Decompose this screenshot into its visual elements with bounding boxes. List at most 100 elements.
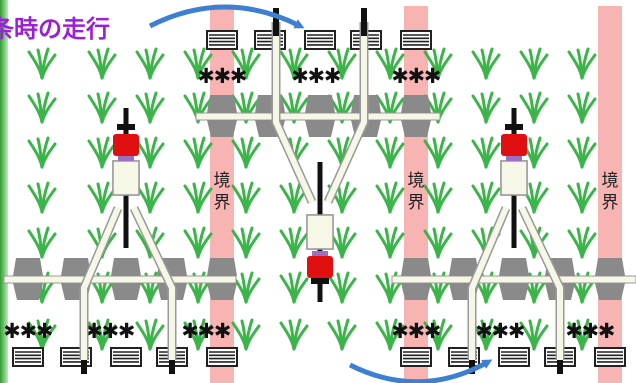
seedling-icon — [231, 271, 261, 304]
seedling-icon — [231, 136, 261, 169]
seedling-icon — [375, 226, 405, 259]
boundary-label-char2: 界 — [214, 193, 231, 213]
seedling-icon — [279, 47, 309, 80]
seedling-icon — [87, 181, 117, 214]
seedling-icon — [27, 181, 57, 214]
weeder-machines — [79, 8, 565, 374]
curved-arrow-icon — [148, 4, 305, 29]
seed-mark-row: ✱✱✱ — [476, 314, 525, 345]
seedling-icon — [231, 181, 261, 214]
boundary-label-char1: 境 — [214, 171, 231, 191]
cultivation-wheel-icon — [206, 347, 238, 367]
seedling-icon — [279, 226, 309, 259]
boundary-stripe — [404, 6, 428, 383]
seedling-icon — [87, 91, 117, 124]
cultivation-wheel-icon — [12, 347, 44, 367]
seedling-icon — [519, 318, 549, 351]
seedling-icon — [327, 318, 357, 351]
seedling-icon — [375, 271, 405, 304]
seedling-icon — [231, 47, 261, 80]
seedling-icon — [135, 318, 165, 351]
seedling-icon — [27, 226, 57, 259]
seedling-icon — [567, 318, 597, 351]
seedling-icon — [231, 226, 261, 259]
seedling-icon — [567, 47, 597, 80]
seed-mark-row: ✱✱✱ — [182, 314, 231, 345]
seedling-icon — [183, 136, 213, 169]
boundary-label-char1: 境 — [602, 171, 619, 191]
curved-arrow-icon — [348, 359, 493, 383]
seedling-icon — [279, 318, 309, 351]
seedling-icon — [135, 136, 165, 169]
cultivation-wheel-icon — [304, 30, 336, 50]
cultivator-disc-row — [391, 258, 636, 300]
boundary-stripes — [210, 6, 622, 383]
seedling-icon — [567, 136, 597, 169]
seed-mark-row: ✱✱✱ — [4, 314, 53, 345]
boundary-label-char2: 界 — [408, 193, 425, 213]
seedling-icon — [519, 47, 549, 80]
seed-mark-row: ✱✱✱ — [566, 314, 615, 345]
seedling-icon — [183, 318, 213, 351]
seedling-icon — [87, 318, 117, 351]
cultivation-wheel-icon — [110, 347, 142, 367]
seedling-icon — [567, 181, 597, 214]
seedling-icon — [27, 136, 57, 169]
seedling-icon — [279, 271, 309, 304]
seedling-icon — [327, 271, 357, 304]
cultivation-wheel-icon — [206, 30, 238, 50]
seedling-icon — [423, 47, 453, 80]
weeder-machine-icon — [467, 108, 565, 374]
seedling-icon — [471, 47, 501, 80]
boundary-label-char1: 境 — [408, 171, 425, 191]
boundary-stripe — [210, 6, 234, 383]
seedling-icon — [567, 91, 597, 124]
seedling-icon — [423, 181, 453, 214]
seedling-icon — [471, 136, 501, 169]
seedling-icon — [423, 226, 453, 259]
field-edge — [0, 0, 8, 383]
seedling-icon — [327, 47, 357, 80]
seedling-icon — [27, 47, 57, 80]
seedling-icon — [183, 226, 213, 259]
weeder-machine-icon — [79, 108, 177, 374]
seedling-icon — [27, 318, 57, 351]
seedling-icon — [87, 47, 117, 80]
seedling-icon — [375, 181, 405, 214]
cultivation-wheel-icon — [594, 347, 626, 367]
seedling-icon — [375, 318, 405, 351]
seed-mark-row: ✱✱✱ — [392, 314, 441, 345]
seedling-icon — [27, 91, 57, 124]
boundary-labels: 境 界 境 界 境 界 — [214, 171, 619, 213]
weeder-machine-rails — [273, 22, 367, 36]
cultivator-disc-row — [195, 95, 441, 137]
seedling-icon — [567, 226, 597, 259]
seedling-icon — [135, 47, 165, 80]
cultivation-wheel-icon — [498, 347, 530, 367]
seedling-icon — [183, 181, 213, 214]
cultivation-wheel-icon — [400, 347, 432, 367]
seed-mark-rows: ✱✱✱ ✱✱✱ ✱✱✱ ✱✱✱ ✱✱✱ ✱✱✱ ✱✱✱ ✱✱✱ ✱✱✱ — [4, 59, 615, 345]
seedling-icon — [471, 91, 501, 124]
seedling-icon — [375, 136, 405, 169]
seed-mark-row: ✱✱✱ — [198, 59, 247, 90]
seed-mark-row: ✱✱✱ — [392, 59, 441, 90]
seedling-icon — [135, 181, 165, 214]
boundary-stripe — [598, 6, 622, 383]
seedling-icon — [135, 91, 165, 124]
seedling-icon — [183, 47, 213, 80]
seed-mark-row: ✱✱✱ — [292, 59, 341, 90]
seedling-icon — [471, 181, 501, 214]
seedling-icon — [423, 318, 453, 351]
seedling-icon — [231, 318, 261, 351]
seedling-icon — [423, 136, 453, 169]
boundary-label-char2: 界 — [602, 193, 619, 213]
seedling-icon — [87, 136, 117, 169]
seed-mark-row: ✱✱✱ — [86, 314, 135, 345]
weeder-machine-icon — [271, 8, 369, 302]
cultivation-wheel-icon — [400, 30, 432, 50]
seedling-icon — [375, 47, 405, 80]
diagram-title: 条時の走行 — [0, 15, 110, 43]
